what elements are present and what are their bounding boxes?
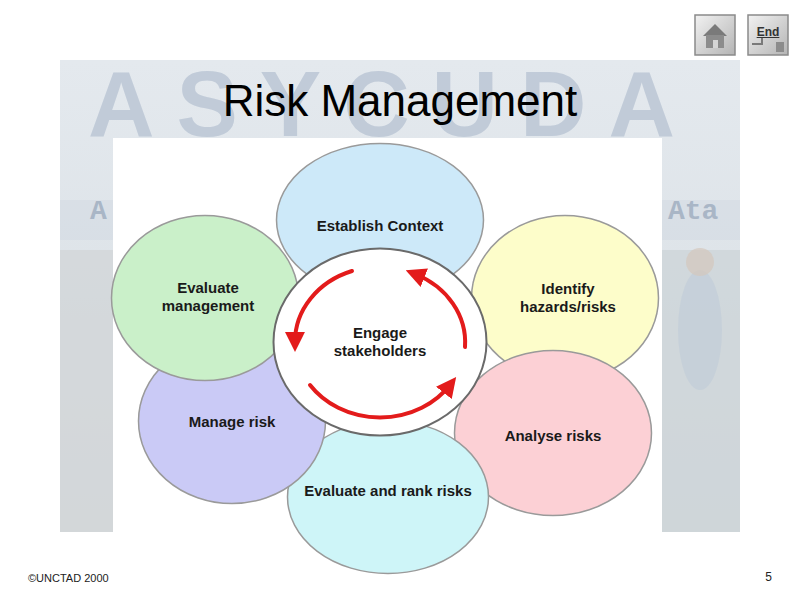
petal-ellipse: Evaluate management [110, 214, 300, 382]
node-label: Establish Context [295, 217, 465, 235]
node-label: Analyse risks [488, 427, 618, 445]
watermark-text: A [90, 196, 107, 227]
watermark-text: Ata [668, 196, 718, 227]
node-label: Identify hazards/risks [508, 280, 628, 316]
center-circle: Engage stakeholders [272, 247, 488, 437]
node-label: Engage stakeholders [325, 324, 435, 360]
page-number: 5 [765, 570, 772, 584]
node-label: Evaluate and rank risks [303, 482, 473, 500]
cycle-arrow [295, 271, 352, 342]
cycle-arrow [310, 385, 450, 417]
node-label: Evaluate management [153, 279, 263, 315]
slide-title: Risk Management [0, 76, 800, 126]
nav-button-label: End [757, 25, 780, 39]
node-label: Manage risk [172, 413, 292, 431]
copyright-note: ©UNCTAD 2000 [28, 572, 109, 584]
cycle-arrow [415, 274, 465, 347]
